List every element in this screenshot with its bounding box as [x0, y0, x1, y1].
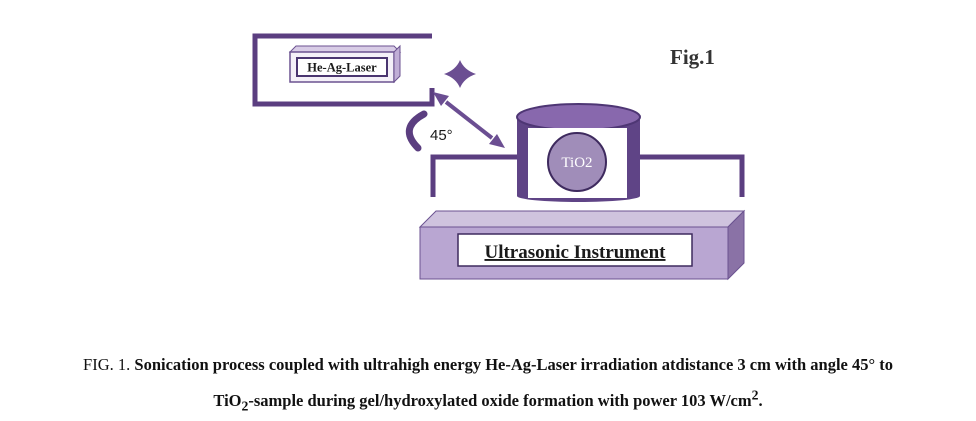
laser-label: He-Ag-Laser — [307, 61, 377, 75]
caption-line-2-end: . — [758, 390, 763, 410]
ultrasonic-instrument — [418, 209, 746, 281]
caption-line-2-sub: 2 — [241, 397, 249, 413]
figure-caption: FIG. 1. Sonication process coupled with … — [0, 350, 976, 421]
instrument-label: Ultrasonic Instrument — [484, 242, 666, 263]
caption-line-2-part1: TiO — [213, 390, 242, 410]
star-icon — [444, 60, 476, 88]
caption-line-2-sup: 2 — [751, 387, 759, 402]
figure-label: Fig.1 — [670, 45, 715, 69]
laser-housing-frame — [252, 33, 435, 107]
beam-arrow — [433, 92, 505, 148]
sample-cylinder — [516, 103, 641, 202]
sample-label: TiO2 — [561, 155, 592, 171]
caption-line-2-part2: -sample during gel/hydroxylated oxide fo… — [248, 390, 752, 410]
angle-label: 45° — [430, 127, 453, 144]
caption-line-1: FIG. 1. Sonication process coupled with … — [0, 350, 976, 380]
caption-prefix: FIG. 1. — [83, 355, 131, 374]
sample-circle — [547, 132, 607, 192]
caption-line-2: TiO2-sample during gel/hydroxylated oxid… — [0, 380, 976, 421]
caption-line-1-text: Sonication process coupled with ultrahig… — [134, 355, 893, 374]
setup-diagram: He-Ag-Laser 45° TiO2 Ultrasonic Instrume… — [252, 33, 746, 281]
laser-box — [288, 44, 402, 84]
angle-arc — [405, 110, 428, 152]
